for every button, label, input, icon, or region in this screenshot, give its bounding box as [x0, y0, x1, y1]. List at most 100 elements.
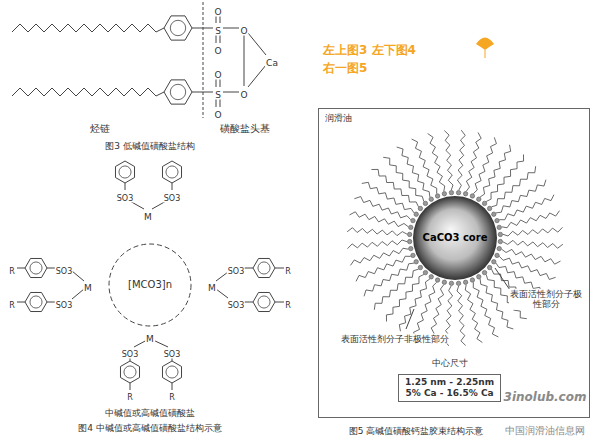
group-formula: SO3 — [163, 350, 181, 359]
aromatic-circle — [166, 166, 178, 178]
size-value: 5% Ca - 16.5% Ca — [405, 388, 494, 399]
bond — [172, 383, 173, 390]
benzene-ring — [25, 258, 47, 277]
surfactant-tail — [496, 180, 546, 213]
surfactant-tail — [502, 249, 561, 264]
watermark: 3inolub.com — [503, 391, 588, 405]
polar-head — [492, 260, 496, 264]
surfactant-tail — [503, 240, 563, 248]
bond — [244, 268, 253, 269]
aromatic-circle — [30, 296, 42, 308]
aromatic-circle — [170, 20, 185, 35]
polar-head — [414, 212, 418, 216]
polar-head — [418, 206, 422, 210]
atom-symbol: S — [214, 90, 222, 100]
atom-symbol: S — [214, 26, 222, 36]
polar-head — [470, 278, 474, 282]
polar-head — [492, 212, 496, 216]
metal-symbol: M — [83, 283, 93, 293]
bond — [244, 302, 253, 303]
core-label: CaCO3 core — [423, 232, 488, 244]
polar-head — [463, 192, 467, 196]
figure-caption: 图4 中碱值或高碱值磺酸盐结构示意 — [77, 423, 223, 433]
bond — [223, 28, 239, 29]
benzene-ring — [25, 292, 47, 311]
surfactant-tail — [348, 240, 408, 249]
substituent: R — [284, 301, 292, 310]
polar-head — [477, 275, 481, 279]
aromatic-circle — [170, 84, 185, 99]
benzene-ring — [120, 361, 139, 383]
surfactant-tail — [399, 279, 430, 331]
polar-head — [495, 218, 499, 222]
divider-line — [203, 2, 204, 118]
polar-head — [498, 232, 502, 236]
ionic-bond — [248, 33, 266, 55]
ionic-bond — [248, 65, 266, 87]
surfactant-tail — [414, 282, 437, 338]
group-formula: SO3 — [227, 267, 245, 276]
bond — [223, 92, 239, 93]
polar-head — [414, 260, 418, 264]
part-name: 烃链 — [89, 123, 111, 135]
surfactant-tail — [465, 285, 482, 343]
polar-head — [423, 201, 427, 205]
part-name: 中碱值或高碱值磺酸盐 — [104, 408, 196, 418]
metal-symbol: M — [145, 334, 155, 344]
aromatic-circle — [166, 366, 178, 378]
surfactant-tail — [444, 131, 453, 191]
polar-head — [435, 194, 439, 198]
polar-head — [407, 239, 411, 243]
sphere-body — [413, 196, 497, 280]
surfactant-tail — [503, 227, 563, 236]
atom-symbol: O — [213, 46, 222, 56]
bond — [72, 271, 84, 281]
surfactant-tail — [473, 137, 496, 193]
leader-line — [495, 268, 510, 290]
group-formula: SO3 — [163, 194, 181, 203]
polar-head — [470, 194, 474, 198]
figure-frame: 润滑油CaCO3 core1.25 nm - 2.25nm5% Ca - 16.… — [318, 108, 590, 418]
benzene-ring — [115, 161, 134, 183]
figure-caption: 图3 低碱值磺酸盐结构 — [104, 141, 196, 151]
aromatic-circle — [258, 296, 270, 308]
leader-line — [406, 309, 414, 329]
polar-head — [423, 270, 427, 274]
aromatic-circle — [258, 262, 270, 274]
surfactant-tail — [351, 248, 409, 265]
substituent: R — [126, 393, 134, 402]
benzene-ring — [162, 361, 181, 383]
atom-symbol: Ca — [265, 58, 279, 68]
polar-head — [498, 239, 502, 243]
polar-head — [429, 275, 433, 279]
atom-symbol: O — [213, 110, 222, 120]
surfactant-tail — [502, 211, 560, 228]
ginkgo-icon — [476, 38, 494, 51]
polar-head — [442, 280, 446, 284]
group-formula: SO3 — [55, 301, 73, 310]
polar-head — [409, 225, 413, 229]
substituent: R — [8, 301, 16, 310]
note-text: 右一图5 — [322, 62, 368, 76]
surfactant-tail — [364, 263, 414, 296]
surfactant-tail — [347, 228, 407, 236]
polar-head — [407, 232, 411, 236]
substituent: R — [168, 393, 176, 402]
substituent: R — [284, 267, 292, 276]
polar-head — [418, 265, 422, 269]
atom-symbol: O — [239, 26, 248, 36]
group-formula: SO3 — [116, 194, 134, 203]
dashed-circle: [MCO3]n — [108, 243, 192, 327]
part-name: 磺酸盐头基 — [219, 123, 271, 135]
aromatic-circle — [119, 166, 131, 178]
polar-head — [442, 192, 446, 196]
polar-head — [456, 281, 460, 285]
bond — [125, 183, 126, 190]
benzene-ring — [164, 80, 192, 104]
polar-head — [487, 265, 491, 269]
aromatic-circle — [30, 262, 42, 274]
bond — [172, 183, 173, 190]
bond — [275, 302, 284, 303]
